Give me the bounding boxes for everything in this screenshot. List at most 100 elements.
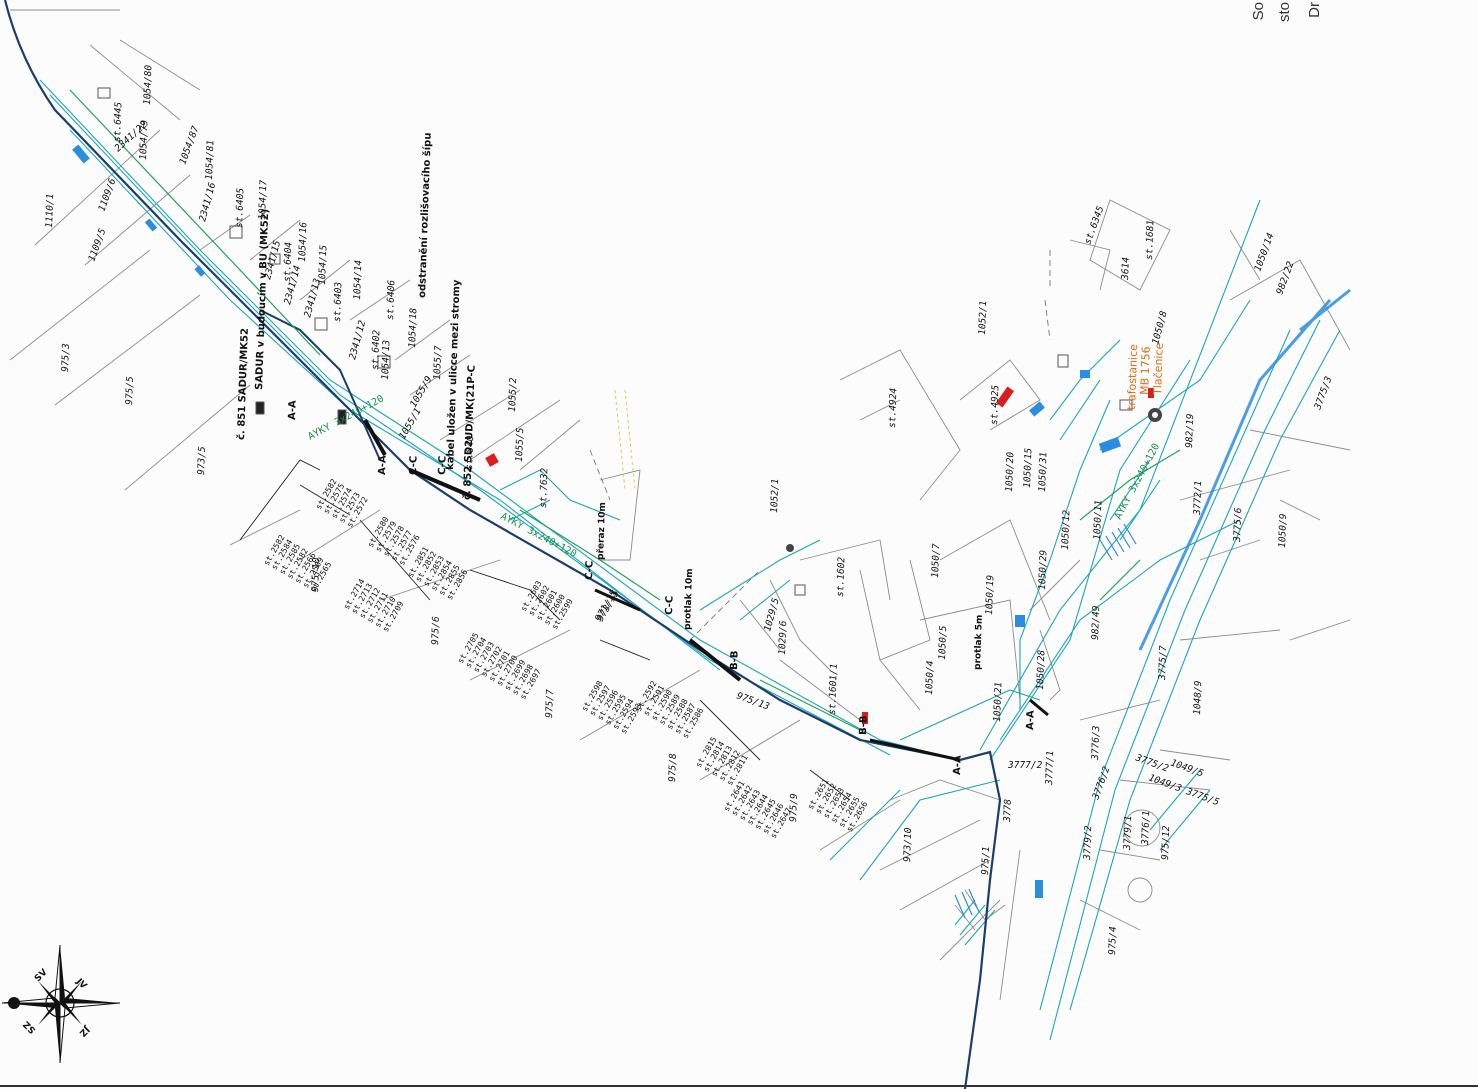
parcel-label: 1029/6	[777, 620, 789, 655]
plot-list: st.2815st.2814st.2813st.2812st.2811	[694, 735, 750, 787]
parcel-label: 975/13	[735, 690, 771, 712]
plot-lists: st.2582st.2584st.2585st.2582st.2566st.25…	[262, 477, 870, 840]
parcel-label: 3775/6	[1232, 507, 1244, 543]
parcel-label: 3778	[1002, 799, 1014, 824]
plot-list: st.2582st.2575st.2574st.2573st.2572	[314, 477, 370, 529]
plot-list: st.2714st.2713st.2712st.2711st.2710st.27…	[342, 577, 406, 633]
parcel-label: 3779/2	[1082, 825, 1094, 861]
parcel-label: 2341/16	[197, 181, 218, 223]
yellow-line	[614, 389, 636, 491]
section-mark-c3: C-C	[584, 561, 596, 580]
parcel-label: 975/9	[788, 793, 800, 822]
parcel-label: 975/10	[310, 557, 322, 592]
parcel-label: 1054/15	[317, 244, 329, 285]
parcel-label: st.1681	[1144, 220, 1156, 260]
parcel-label: st.6406	[385, 279, 397, 320]
protection-label-1: přeraz 10m	[596, 502, 608, 560]
cable-label-2: AYKY 3x240+120	[499, 511, 579, 560]
plot-list: st.2603st.2602st.2601st.2600st.2599	[519, 579, 575, 631]
parcel-label: 3775/7	[1157, 645, 1169, 681]
parcel-label: st.6445	[112, 101, 124, 142]
section-mark-a3: A-A	[952, 755, 964, 775]
green-cables	[69, 89, 1181, 731]
parcel-label: 1055/9	[408, 374, 435, 409]
parcel-label: 1050/9	[1277, 513, 1289, 548]
parcel-label: 1054/16	[297, 221, 309, 262]
parcel-label: st.6403	[332, 281, 344, 322]
parcel-label: 975/12	[1160, 825, 1172, 860]
water-mains	[1138, 288, 1351, 651]
plot-list: st.2641st.2642st.2643st.2644st.2645st.26…	[722, 779, 794, 840]
plot-list: st.2851st.2852st.2853st.2854st.2855st.28…	[406, 545, 470, 601]
parcel-label: 982/19	[1184, 413, 1196, 448]
cable-route	[3, 0, 1049, 1089]
parcel-label: st.840	[464, 435, 476, 470]
parcel-label: 1054/87	[177, 124, 201, 166]
parcel-label: 1050/15	[1022, 447, 1034, 488]
parcel-label: 1050/19	[984, 574, 996, 615]
section-mark-c2: C-C	[437, 456, 449, 475]
section-mark-a1: A-A	[287, 400, 299, 420]
substation-label-1: trafostanice	[1125, 344, 1140, 410]
section-mark-c1: C-C	[408, 456, 420, 475]
section-mark-b2: B-B	[858, 715, 870, 735]
parcel-label: 1054/13	[380, 339, 392, 380]
parcel-label: 975/8	[667, 753, 679, 782]
compass-label-sz: SZ	[22, 1018, 39, 1035]
cable-label-3: AYKY 3x240+120	[1113, 442, 1162, 522]
plot-list-boxes	[239, 459, 851, 801]
note-removal: odstranění rozlišovacího šípu	[416, 132, 434, 298]
note-cable-trees: kabel uložen v ulicce mezi stromy	[444, 279, 463, 470]
note-sadur-future: SADUR v budoucím v BU (MK52)	[253, 209, 271, 391]
parcel-labels: 1110/1 1109/5 1109/6 975/3 975/5 973/5 2…	[44, 64, 1335, 955]
parcel-label: 1052/1	[769, 478, 781, 513]
parcel-label: 1050/7	[930, 543, 942, 578]
parcel-label: st.4925	[989, 384, 1001, 425]
note-852: č. 852 SD2UD/MK(21P-C	[461, 365, 478, 500]
parcel-label: 973/5	[196, 446, 208, 475]
plot-list: st.2592st.2591st.2590st.2589st.2588st.25…	[634, 679, 706, 740]
compass-rose	[1, 944, 121, 1064]
small-structures	[97, 87, 1133, 596]
parcel-label: st.1602	[835, 556, 847, 597]
parcel-label: 975/5	[124, 376, 136, 405]
blue-blocks	[72, 144, 1122, 898]
parcel-label: 1050/20	[1004, 451, 1016, 492]
compass-label-sv: SV	[33, 968, 50, 985]
parcel-label: 1054/80	[142, 64, 154, 105]
parcel-label: 3775/3	[1312, 375, 1335, 412]
parcel-label: 3614	[1120, 257, 1132, 282]
parcel-label: 1050/5	[937, 625, 949, 660]
parcel-label: 973/10	[902, 827, 914, 862]
section-mark-b1: B-B	[729, 650, 741, 670]
parcel-label: 1109/6	[96, 177, 118, 213]
plot-list: st.2705st.2704st.2703st.2702st.2701st.27…	[456, 631, 543, 701]
parcel-label: 3775/2	[1133, 752, 1170, 775]
parcel-label: 1049/5	[1169, 757, 1205, 779]
parcel-label: 1048/9	[1192, 680, 1204, 715]
parcel-label: 975/7	[544, 689, 556, 718]
dashed-boundaries	[589, 250, 1051, 641]
note-sadur-851: č. 851 SADUR/MK52	[235, 328, 251, 440]
parcel-label: 1110/1	[44, 193, 56, 228]
parcel-label: 2341/12	[347, 319, 368, 361]
parcel-label: 2341/13	[302, 277, 323, 319]
parcel-label: 1050/28	[1035, 649, 1047, 690]
parcel-label: st.6345	[1082, 204, 1106, 246]
protection-label-3: protlak 5m	[973, 614, 985, 670]
parcel-label: 1050/4	[924, 660, 936, 695]
parcel-label: st.6402	[370, 329, 382, 370]
parcel-label: 1054/17	[257, 179, 269, 220]
parcel-label: 3776/2	[1090, 765, 1113, 802]
poles	[786, 408, 1162, 552]
parcel-label: 982/22	[1274, 260, 1296, 296]
parcel-label: 1050/31	[1037, 452, 1049, 492]
parcel-label: 1050/11	[1092, 500, 1104, 540]
parcel-label: 1055/7	[432, 345, 444, 380]
compass-label-jz: JZ	[77, 1023, 92, 1038]
parcel-label: 3777/1	[1044, 750, 1056, 786]
parcel-label: 1054/18	[407, 307, 419, 348]
parcel-label: 1050/14	[1252, 231, 1276, 273]
